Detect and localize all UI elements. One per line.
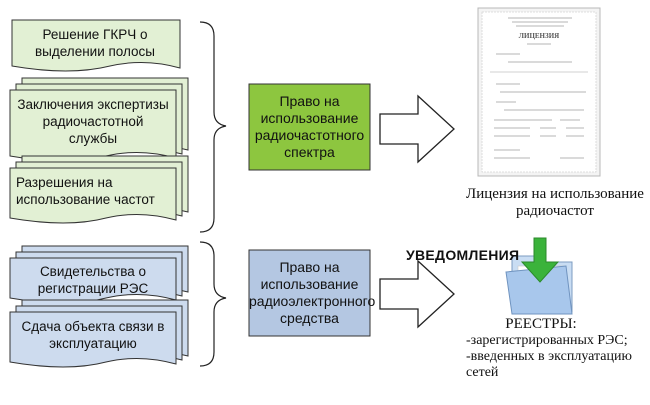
registry-arrow — [379, 259, 455, 329]
license-document-image: ЛИЦЕНЗИЯ — [477, 7, 601, 177]
equipment-doc-2-line1: Сдача объекта связи в — [21, 319, 165, 334]
spectrum-right-line3: радиочастотного — [254, 127, 365, 143]
spectrum-brace — [199, 21, 227, 233]
license-caption-line1: Лицензия на использование — [466, 186, 644, 202]
equipment-right-line4: средства — [280, 310, 339, 326]
equipment-brace — [199, 241, 227, 367]
spectrum-doc-1-line2: выделении полосы — [35, 44, 155, 59]
spectrum-doc-2-line2: радиочастотной — [42, 114, 144, 129]
license-caption: Лицензия на использование радиочастот — [462, 186, 648, 220]
spectrum-doc-3-line2: использование частот — [16, 192, 155, 207]
equipment-doc-2-stack — [9, 299, 189, 368]
spectrum-doc-3: Разрешения на использование частот — [10, 174, 166, 208]
equipment-right-box — [248, 249, 371, 337]
registries-item-2-line2: сетей — [466, 365, 499, 380]
equipment-doc-1-stack — [9, 245, 189, 304]
license-arrow — [379, 94, 455, 164]
spectrum-doc-1: Решение ГКРЧ о выделении полосы — [14, 26, 176, 60]
equipment-right-label: Право на использование радиоэлектронного… — [249, 259, 376, 327]
spectrum-right-label: Право на использование радиочастотного с… — [249, 93, 370, 161]
spectrum-right-box — [248, 83, 371, 171]
spectrum-doc-3-stack — [9, 155, 189, 224]
registries-block: РЕЕСТРЫ: -зарегистрированных РЭС; -введе… — [466, 316, 646, 381]
spectrum-doc-2-stack — [9, 77, 189, 162]
spectrum-doc-2: Заключения экспертизы радиочастотной слу… — [12, 96, 174, 147]
license-doc-header: ЛИЦЕНЗИЯ — [519, 32, 559, 40]
notifications-label: УВЕДОМЛЕНИЯ — [406, 247, 520, 263]
spectrum-doc-3-line1: Разрешения на — [16, 175, 113, 190]
equipment-doc-2-line2: эксплуатацию — [49, 336, 137, 351]
license-caption-line2: радиочастот — [515, 203, 594, 219]
spectrum-right-line2: использование — [260, 110, 359, 126]
spectrum-right-line1: Право на — [279, 93, 340, 109]
spectrum-doc-1-line1: Решение ГКРЧ о — [42, 27, 148, 42]
folder-download-icon — [505, 237, 573, 315]
spectrum-doc-2-line1: Заключения экспертизы — [17, 97, 169, 112]
equipment-doc-2: Сдача объекта связи в эксплуатацию — [12, 318, 174, 352]
equipment-doc-1-line1: Свидетельства о — [39, 264, 147, 279]
equipment-doc-1-line2: регистрации РЭС — [37, 281, 149, 296]
spectrum-right-line4: спектра — [284, 144, 335, 160]
spectrum-doc-1-shape — [11, 19, 181, 72]
registries-item-1: -зарегистрированных РЭС; — [466, 333, 628, 348]
spectrum-doc-2-line3: службы — [68, 131, 118, 146]
registries-title: РЕЕСТРЫ: — [505, 316, 577, 332]
equipment-doc-1: Свидетельства о регистрации РЭС — [12, 263, 174, 297]
equipment-right-line1: Право на — [279, 259, 340, 275]
equipment-right-line3: радиоэлектронного — [249, 293, 376, 309]
equipment-right-line2: использование — [260, 276, 359, 292]
registries-item-2-line1: -введенных в эксплуатацию — [466, 349, 632, 364]
